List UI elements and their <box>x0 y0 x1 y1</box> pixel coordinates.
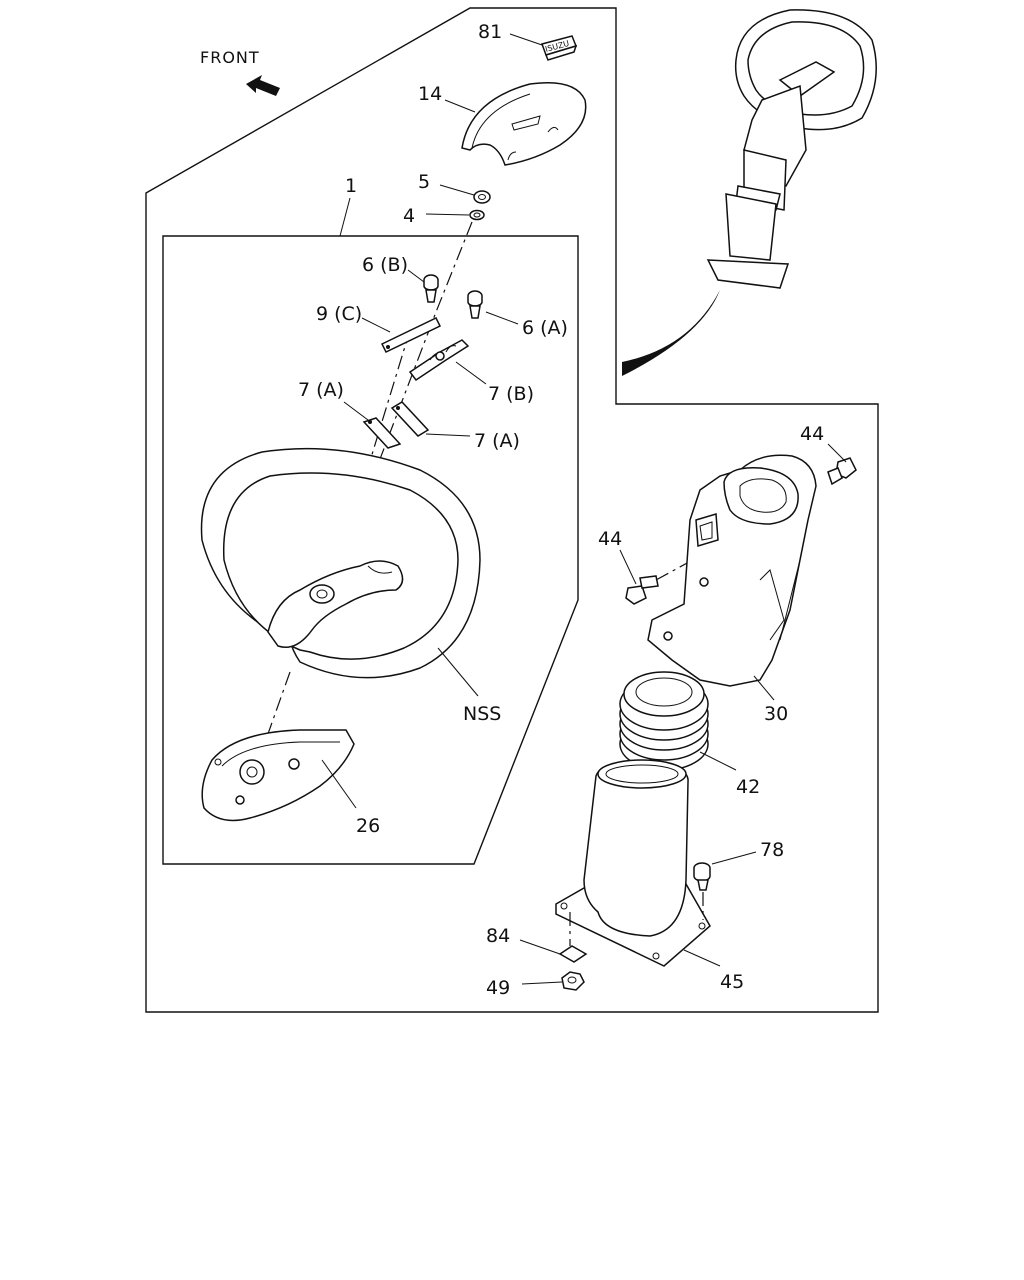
callout-78: 78 <box>760 839 784 861</box>
bolt-part-78 <box>693 862 711 891</box>
boot-part-42 <box>619 671 709 771</box>
nut-part-5 <box>473 190 491 204</box>
callout-6a: 6 (A) <box>522 317 568 339</box>
washer-part-4 <box>469 209 485 221</box>
steering-wheel-nss <box>200 447 481 679</box>
callout-nss: NSS <box>463 703 501 725</box>
emblem-part-81: ISUZU <box>541 35 578 61</box>
bolt-part-44-top <box>827 457 857 486</box>
nut-part-49 <box>561 971 585 991</box>
column-cover-part-30 <box>647 454 817 687</box>
view-arrow-icon <box>622 290 720 376</box>
callout-4: 4 <box>403 205 415 227</box>
callout-14: 14 <box>418 83 442 105</box>
callout-81: 81 <box>478 21 502 43</box>
callout-44-top: 44 <box>800 423 824 445</box>
screw-part-6b <box>423 274 439 303</box>
callout-45: 45 <box>720 971 744 993</box>
washer-part-84 <box>558 945 588 963</box>
callout-49: 49 <box>486 977 510 999</box>
callout-7a-left: 7 (A) <box>298 379 344 401</box>
harness-part-7b <box>408 339 470 382</box>
callout-30: 30 <box>764 703 788 725</box>
outer-boundary <box>145 7 879 1013</box>
callout-9c: 9 (C) <box>316 303 362 325</box>
horn-cover-part-14 <box>461 81 587 166</box>
plate-part-7a-left <box>362 417 402 449</box>
front-arrow-icon <box>246 75 280 96</box>
callout-7a-right: 7 (A) <box>474 430 520 452</box>
plate-part-9c <box>380 317 442 353</box>
callout-42: 42 <box>736 776 760 798</box>
callout-84: 84 <box>486 925 510 947</box>
assembled-view-inset <box>706 9 877 289</box>
callout-7b: 7 (B) <box>488 383 534 405</box>
bolt-part-44-left <box>625 575 659 605</box>
housing-part-45 <box>555 759 711 967</box>
callout-6b: 6 (B) <box>362 254 408 276</box>
assembly-boundary <box>162 235 579 865</box>
callout-1: 1 <box>345 175 357 197</box>
callout-5: 5 <box>418 171 430 193</box>
cover-part-26 <box>201 729 355 822</box>
callout-44-left: 44 <box>598 528 622 550</box>
plate-part-7a-right <box>390 401 430 437</box>
screw-part-6a <box>467 290 483 319</box>
callout-26: 26 <box>356 815 380 837</box>
front-label: FRONT <box>200 48 260 67</box>
